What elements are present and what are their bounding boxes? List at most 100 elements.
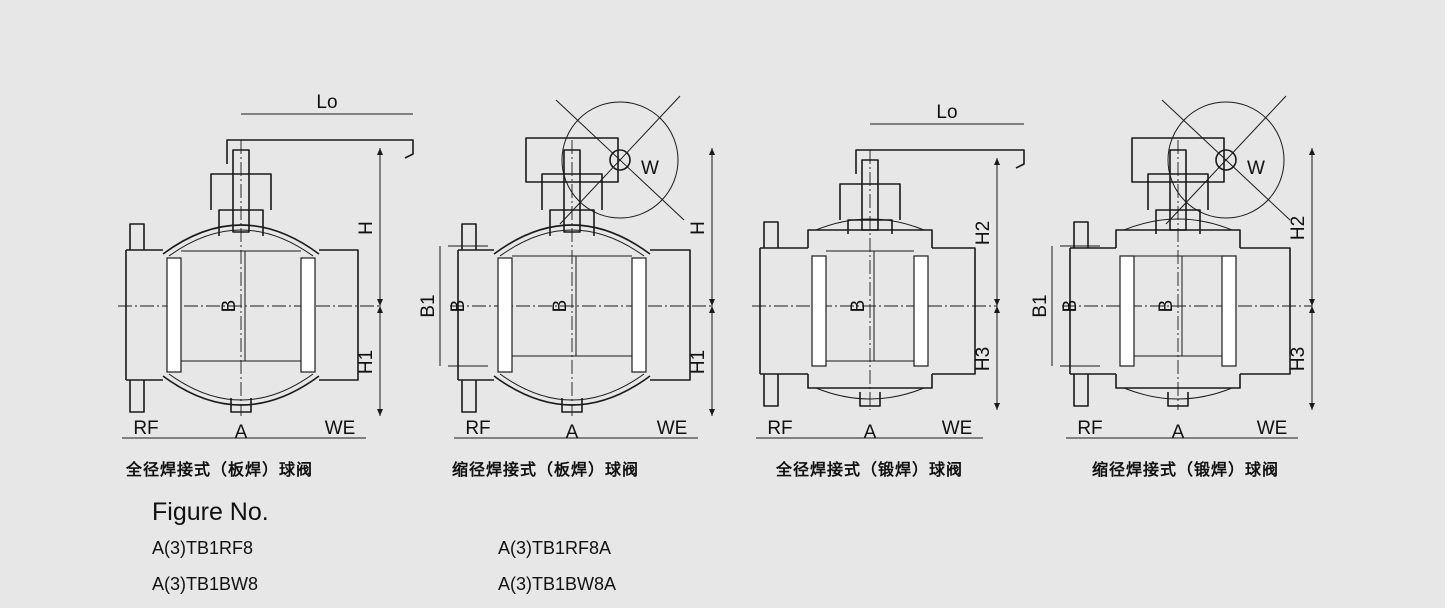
left-pipe-end	[759, 247, 808, 375]
gland	[1147, 173, 1209, 210]
spherical-body-inner	[499, 229, 645, 401]
valve-view-2: W H H1 B B1 B RF A WE	[418, 95, 715, 443]
caption-reduced-bore-plate: 缩径焊接式（板焊）球阀	[452, 460, 640, 479]
left-upper-flange	[763, 221, 779, 248]
figure-number-title: Figure No.	[152, 498, 269, 526]
right-pipe-end	[319, 249, 359, 381]
lower-dimension-label: H3	[1288, 347, 1309, 371]
lower-dimension-label: H1	[688, 350, 709, 374]
spherical-body	[162, 224, 320, 406]
lo-label: Lo	[316, 92, 337, 113]
gland	[839, 183, 901, 220]
handwheel-hub	[1215, 149, 1237, 171]
stem	[861, 159, 879, 231]
bonnet	[218, 209, 264, 236]
left-seat-ring	[166, 257, 182, 373]
left-seat-ring	[811, 255, 827, 367]
figure-code-4: A(3)TB1BW8A	[498, 574, 617, 594]
handwheel-spoke	[559, 95, 681, 225]
stem	[1169, 149, 1187, 231]
figure-code-1: A(3)TB1RF8	[152, 538, 254, 558]
bore-label-b1: B1	[418, 294, 439, 317]
center-label-a: A	[1172, 422, 1185, 443]
upper-dimension-label: H2	[973, 221, 994, 245]
end-label-we: WE	[657, 418, 688, 439]
gearbox	[1131, 137, 1225, 183]
left-seat-ring	[1119, 255, 1135, 367]
handwheel-rim	[1167, 101, 1285, 219]
end-label-we: WE	[942, 418, 973, 439]
bottom-trunnion	[859, 392, 881, 407]
gland	[210, 173, 272, 210]
upper-dimension-label: H2	[1288, 216, 1309, 240]
handwheel-label: W	[1247, 158, 1265, 179]
figure-code-2: A(3)TB1RF8A	[498, 538, 612, 558]
lever-handle	[855, 149, 1025, 174]
spherical-body-inner	[168, 229, 314, 401]
left-upper-flange	[129, 223, 145, 250]
bonnet	[1155, 209, 1201, 234]
center-label-a: A	[566, 422, 579, 443]
lo-label: Lo	[936, 102, 957, 123]
left-upper-flange	[1073, 221, 1089, 248]
center-label-a: A	[235, 422, 248, 443]
handwheel-hub	[609, 149, 631, 171]
handwheel-spoke	[1165, 95, 1287, 225]
end-label-we: WE	[325, 418, 356, 439]
left-lower-flange	[1073, 374, 1089, 407]
left-pipe-end	[1069, 247, 1116, 375]
bore-label-b: B	[848, 300, 869, 313]
center-label-a: A	[864, 422, 877, 443]
bottom-trunnion	[561, 398, 583, 413]
bottom-trunnion	[1167, 392, 1189, 407]
right-pipe-end	[650, 249, 691, 381]
right-seat-ring	[300, 257, 316, 373]
end-label-rf: RF	[465, 418, 490, 439]
end-label-rf: RF	[767, 418, 792, 439]
caption-full-bore-forged: 全径焊接式（锻焊）球阀	[776, 460, 964, 479]
spherical-body	[493, 224, 651, 406]
caption-reduced-bore-forged: 缩径焊接式（锻焊）球阀	[1092, 460, 1280, 479]
left-lower-flange	[461, 380, 477, 413]
stem	[563, 149, 581, 233]
end-label-rf: RF	[133, 418, 158, 439]
bore-label-b: B	[1156, 300, 1177, 313]
bonnet	[549, 209, 595, 236]
lever-handle	[226, 139, 414, 164]
right-seat-ring	[1221, 255, 1237, 367]
left-pipe-end	[125, 249, 163, 381]
right-pipe-end	[1240, 247, 1291, 375]
left-lower-flange	[129, 380, 145, 413]
figure-code-3: A(3)TB1BW8	[152, 574, 259, 594]
handwheel-rim	[561, 101, 679, 219]
pipe-bore-label-b: B	[1060, 300, 1081, 313]
right-pipe-end	[932, 247, 976, 375]
bonnet	[847, 219, 893, 234]
forged-body-shoulders	[815, 218, 925, 400]
upper-dimension-label: H	[356, 221, 377, 235]
left-pipe-end	[457, 249, 494, 381]
handwheel-label: W	[641, 158, 659, 179]
left-lower-flange	[763, 374, 779, 407]
right-seat-ring	[631, 257, 647, 373]
bottom-trunnion	[230, 398, 252, 413]
left-upper-flange	[461, 223, 477, 250]
end-label-rf: RF	[1077, 418, 1102, 439]
forged-body-shoulders	[1123, 218, 1233, 400]
lower-dimension-label: H3	[973, 347, 994, 371]
caption-full-bore-plate: 全径焊接式（板焊）球阀	[126, 460, 314, 479]
left-seat-ring	[497, 257, 513, 373]
end-label-we: WE	[1257, 418, 1288, 439]
lower-dimension-label: H1	[356, 350, 377, 374]
upper-dimension-label: H	[688, 221, 709, 235]
bore-label-b: B	[219, 300, 240, 313]
bore-label-b1: B1	[1030, 294, 1051, 317]
pipe-bore-label-b: B	[448, 300, 469, 313]
gland	[541, 173, 603, 210]
stem	[232, 149, 250, 233]
valve-view-1: LoH H1 B RF A WE	[118, 92, 414, 443]
bore-label-b: B	[550, 300, 571, 313]
